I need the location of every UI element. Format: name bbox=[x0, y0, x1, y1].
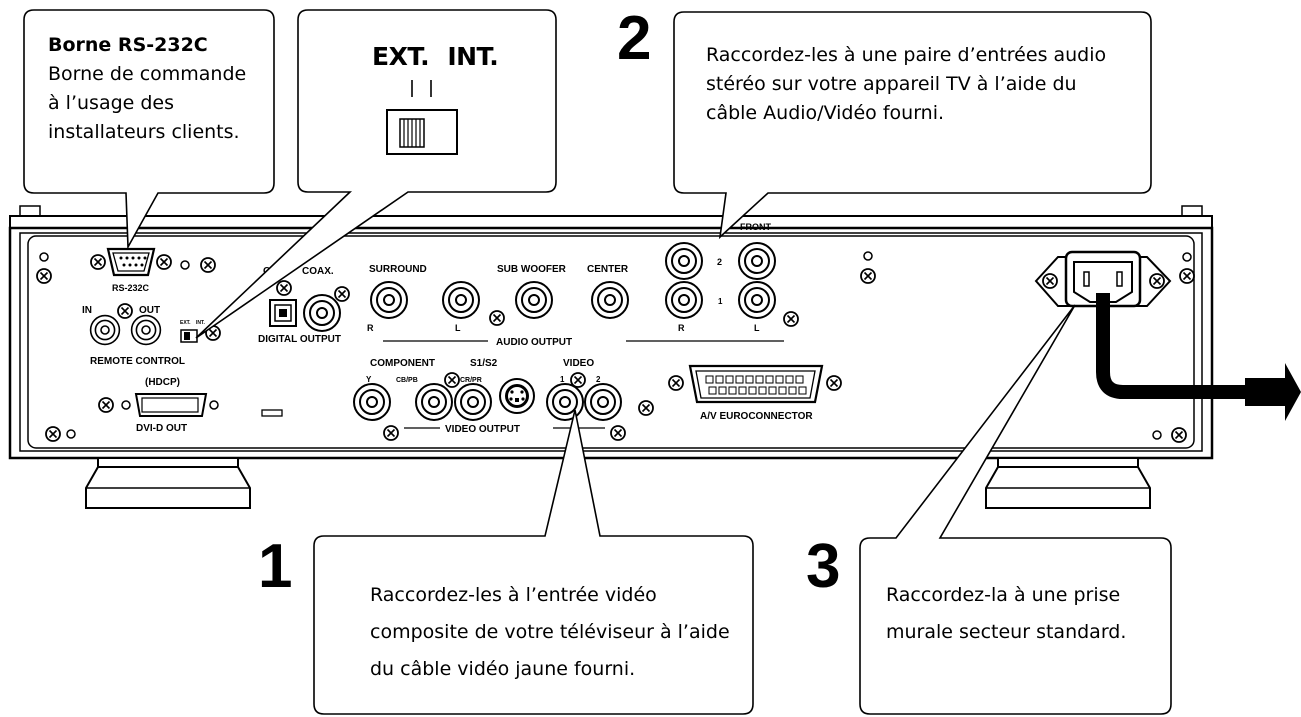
step3-callout-box bbox=[859, 304, 1172, 715]
rs232c-callout: Borne RS-232C Borne de commande à l’usag… bbox=[48, 31, 270, 147]
power-cable bbox=[1096, 293, 1250, 399]
remote-in-label: IN bbox=[82, 305, 92, 316]
rs232c-label: RS-232C bbox=[112, 283, 150, 293]
step2-text: Raccordez-les à une paire d’entrées audi… bbox=[706, 44, 1107, 124]
ac-inlet[interactable] bbox=[1034, 250, 1172, 308]
euroconnector-port[interactable] bbox=[668, 364, 842, 404]
video-1-jack[interactable] bbox=[546, 383, 584, 421]
surround-r-jack[interactable] bbox=[370, 281, 408, 319]
coax-label: COAX. bbox=[302, 266, 334, 277]
video-1-label: 1 bbox=[560, 375, 565, 384]
switch-callout-labels: EXT. INT. bbox=[372, 42, 499, 71]
coaxial-output[interactable] bbox=[303, 294, 341, 332]
digital-output-label: DIGITAL OUTPUT bbox=[258, 334, 341, 345]
subwoofer-jack[interactable] bbox=[515, 281, 553, 319]
cable-arrow-icon bbox=[1245, 363, 1301, 421]
front-ch1-label: 1 bbox=[718, 297, 723, 306]
rs232c-port bbox=[90, 247, 216, 277]
right-foot bbox=[985, 457, 1151, 509]
step1-callout-box bbox=[313, 409, 754, 715]
step2-number: 2 bbox=[617, 4, 652, 73]
ext-int-switch[interactable] bbox=[180, 329, 198, 343]
remote-in-jack[interactable] bbox=[89, 314, 121, 346]
hdcp-label: (HDCP) bbox=[145, 377, 180, 388]
switch-ext-label: EXT. bbox=[372, 42, 430, 71]
ext-int-switch-illustration bbox=[386, 80, 458, 155]
step3-number: 3 bbox=[806, 532, 841, 601]
audio-output-label: AUDIO OUTPUT bbox=[496, 337, 572, 348]
remote-control-label: REMOTE CONTROL bbox=[90, 356, 185, 367]
center-jack[interactable] bbox=[591, 281, 629, 319]
s1s2-label: S1/S2 bbox=[470, 358, 498, 369]
front2-r-jack[interactable] bbox=[665, 242, 703, 280]
component-y-label: Y bbox=[366, 375, 372, 384]
remote-out-jack[interactable] bbox=[130, 314, 162, 346]
remote-ext-label: EXT. bbox=[180, 320, 191, 326]
left-foot bbox=[85, 457, 251, 509]
front-label: FRONT bbox=[740, 222, 771, 232]
video-label: VIDEO bbox=[563, 358, 594, 369]
component-label: COMPONENT bbox=[370, 358, 435, 369]
remote-out-label: OUT bbox=[139, 305, 160, 316]
surround-l-label: L bbox=[455, 323, 461, 333]
center-label: CENTER bbox=[587, 264, 629, 275]
s-video-jack[interactable] bbox=[499, 378, 535, 414]
component-cb-label: CB/PB bbox=[396, 377, 418, 384]
optical-output[interactable] bbox=[269, 299, 297, 327]
sub-woofer-label: SUB WOOFER bbox=[497, 264, 567, 275]
surround-label: SURROUND bbox=[369, 264, 427, 275]
rs232c-callout-title: Borne RS-232C bbox=[48, 34, 208, 56]
surround-r-label: R bbox=[367, 323, 374, 333]
dvi-out-label: DVI-D OUT bbox=[136, 423, 187, 434]
front1-r-jack[interactable] bbox=[665, 281, 703, 319]
component-cr-label: CR/PR bbox=[460, 377, 482, 384]
front-r-label: R bbox=[678, 323, 685, 333]
front1-l-jack[interactable] bbox=[738, 281, 776, 319]
rs232c-callout-box bbox=[23, 9, 275, 250]
step2-callout-box bbox=[673, 11, 1152, 240]
rs232c-callout-text: Borne de commande à l’usage des installa… bbox=[48, 63, 247, 143]
remote-int-label: INT. bbox=[196, 320, 206, 326]
video-2-label: 2 bbox=[596, 375, 601, 384]
surround-l-jack[interactable] bbox=[442, 281, 480, 319]
step1-number: 1 bbox=[258, 532, 293, 601]
switch-int-label: INT. bbox=[447, 42, 499, 71]
dvi-port[interactable] bbox=[98, 393, 219, 417]
step1-text: Raccordez-les à l’entrée vidéo composite… bbox=[370, 584, 730, 680]
vent-slot bbox=[261, 409, 283, 417]
video-output-label: VIDEO OUTPUT bbox=[445, 424, 520, 435]
front-ch2-label: 2 bbox=[717, 257, 722, 267]
step3-text: Raccordez-la à une prise murale secteur … bbox=[886, 584, 1127, 643]
switch-callout-box bbox=[195, 9, 557, 339]
component-y-jack[interactable] bbox=[353, 383, 391, 421]
front-l-label: L bbox=[754, 323, 760, 333]
euroconnector-label: A/V EUROCONNECTOR bbox=[700, 411, 813, 422]
video-2-jack[interactable] bbox=[584, 383, 622, 421]
component-cb-jack[interactable] bbox=[415, 383, 453, 421]
front2-l-jack[interactable] bbox=[738, 242, 776, 280]
component-cr-jack[interactable] bbox=[454, 383, 492, 421]
